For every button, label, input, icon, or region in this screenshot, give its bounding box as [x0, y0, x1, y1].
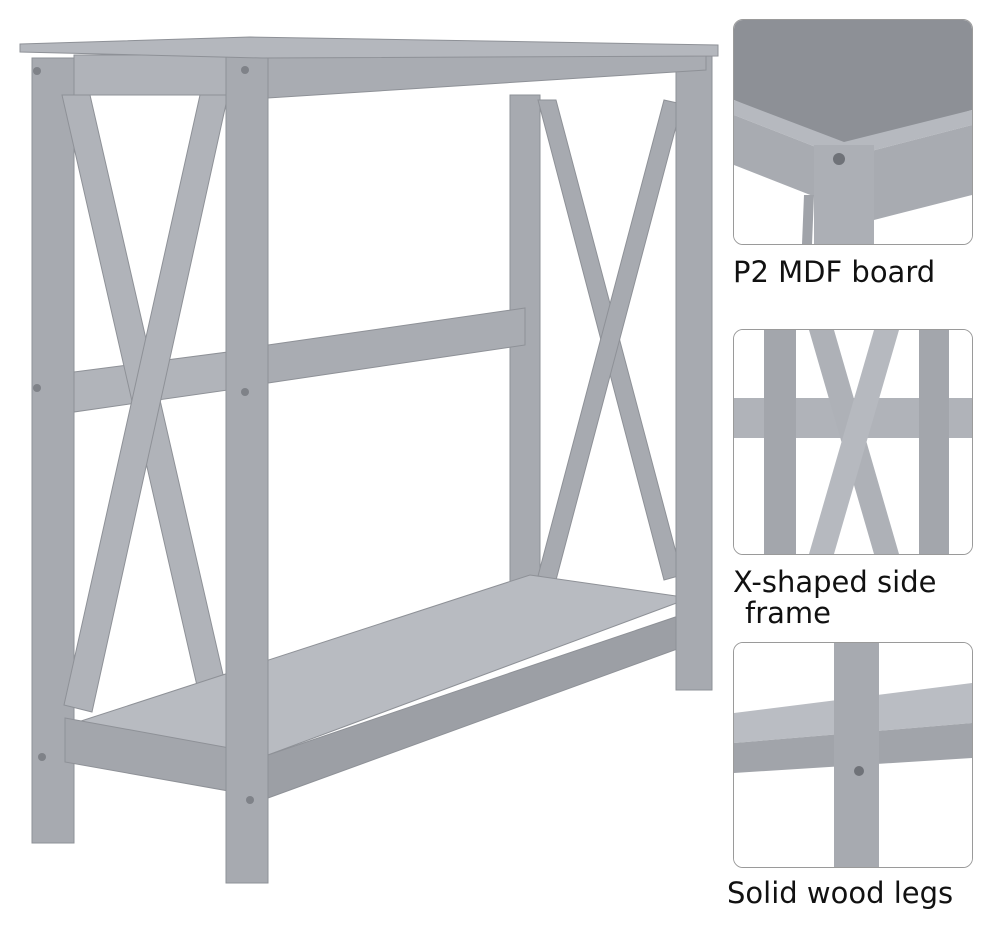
table-top [19, 36, 719, 59]
middle-stretcher [267, 307, 526, 384]
back-left-leg [31, 57, 75, 844]
callout-label-x-frame-1: X-shaped side [733, 565, 937, 599]
callout-label-legs: Solid wood legs [727, 876, 954, 910]
detail-panel-x-frame [733, 329, 973, 555]
console-table-image [19, 36, 719, 884]
callout-label-x-frame-2: frame [745, 596, 831, 630]
front-right-leg [675, 54, 713, 691]
front-left-leg [225, 54, 269, 884]
callout-label-board: P2 MDF board [733, 255, 936, 289]
detail-panel-legs [733, 642, 973, 868]
detail-panel-top-board [733, 19, 973, 245]
